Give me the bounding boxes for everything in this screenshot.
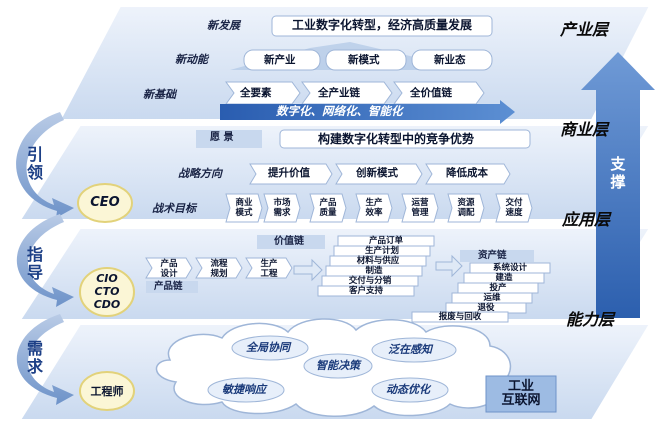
new-foundation-item-2: 全产业链 [318,87,360,99]
strategy-label: 战略方向 [178,167,222,180]
tactics-item-1: 商业 模式 [235,198,253,218]
value-chain-item-1: 产品订单 [368,236,403,246]
tactics-item-4: 生产 效率 [365,198,383,218]
banner-arrow [220,100,515,124]
new-development-text: 工业数字化转型，经济高质量发展 [292,18,473,32]
banner-text: 数字化、网络化、智能化 [276,104,403,118]
layer-industry: 产业层 [560,20,609,39]
cxo-circle [79,267,135,317]
new-momentum-label: 新动能 [175,53,208,66]
strategy-box-3 [425,163,511,185]
asset-chain-item-3: 投产 [489,283,507,293]
product-chain-label: 产品链 [154,281,183,292]
ceo-circle [77,183,133,223]
tactics-label: 战术目标 [152,202,196,215]
asset-chain-item-5: 退役 [477,303,495,313]
value-chain-label-box [257,235,325,249]
guide-label: 指导 [26,245,43,282]
vision-label: 愿 景 [210,132,234,143]
value-to-asset-arrow [435,254,463,278]
tactics-item-2: 市场 需求 [273,198,291,218]
plane-business [18,124,652,221]
asset-chain-item-2: 建造 [495,273,513,283]
value-chain-item-6: 客户支持 [348,286,383,296]
asset-chain-boxes [411,262,551,323]
cloud-bubbles [207,335,457,403]
guide-arrow [16,214,74,307]
vision-text: 构建数字化转型中的竞争优势 [318,132,475,146]
cloud-item-5: 动态优化 [386,383,430,396]
cloud-item-1: 全局协同 [246,341,290,354]
platform-label: 工业 互联网 [501,379,541,408]
tactics-item-3: 产品 质量 [319,198,337,218]
product-chain-label-box [146,281,198,293]
product-chain-item-2: 流程 规划 [210,259,228,279]
lead-arrow [16,112,74,218]
asset-chain-item-1: 系统设计 [492,263,527,273]
support-label: 支撑 [610,155,626,191]
engineer-circle [79,371,135,411]
strategy-box-1 [249,163,333,185]
strategy-item-3: 降低成本 [446,167,488,179]
cxo-label: CIO CTO CDO [93,272,121,311]
product-chain-item-1: 产品 设计 [160,259,178,279]
new-foundation-item-1: 全要素 [240,87,272,99]
product-to-value-arrow [293,258,323,282]
demand-label: 需求 [26,339,43,376]
support-arrow [581,52,655,318]
cloud-item-3: 泛在感知 [388,343,432,356]
platform-box [485,375,557,413]
cloud-item-4: 敏捷响应 [222,383,266,396]
momentum-box-1 [243,49,321,71]
value-chain-boxes [317,235,435,297]
asset-chain-label: 资产链 [478,250,507,261]
asset-chain-item-6: 报废与回收 [438,312,482,322]
value-chain-item-5: 交付与分销 [348,276,392,286]
momentum-box-3 [411,49,493,71]
new-momentum-item-1: 新产业 [264,54,296,66]
tactics-item-6: 资源 调配 [457,198,475,218]
new-foundation-item-3: 全价值链 [410,87,452,99]
value-chain-label: 价值链 [274,236,304,247]
value-chain-item-4: 制造 [365,266,383,276]
layer-capability: 能力层 [566,310,615,329]
asset-chain-item-4: 运维 [483,293,501,303]
demand-arrow [16,314,74,405]
asset-chain-label-box [460,250,534,262]
vision-label-box [196,130,262,148]
strategy-item-1: 提升价值 [268,167,310,179]
new-momentum-item-2: 新模式 [348,54,380,66]
value-chain-item-3: 材料与供应 [356,256,400,266]
tactics-boxes [225,193,533,223]
engineer-label: 工程师 [90,385,124,398]
cloud-item-2: 智能决策 [316,359,360,372]
ceo-label: CEO [90,195,120,210]
momentum-box-2 [325,49,407,71]
vision-box [279,129,531,149]
new-momentum-item-3: 新业态 [434,54,466,66]
tactics-item-7: 交付 速度 [505,198,523,218]
new-foundation-label: 新基础 [143,88,176,101]
layer-business: 商业层 [560,120,609,139]
strategy-item-2: 创新模式 [356,167,398,179]
value-chain-item-2: 生产计划 [364,246,399,256]
lead-label: 引领 [26,145,43,182]
layer-application: 应用层 [562,210,611,229]
tactics-item-5: 运营 管理 [411,198,429,218]
strategy-box-2 [335,163,423,185]
product-chain-boxes [145,257,293,279]
new-development-label: 新发展 [207,19,240,32]
new-development-box [271,15,493,37]
product-chain-item-3: 生产 工程 [260,259,278,279]
